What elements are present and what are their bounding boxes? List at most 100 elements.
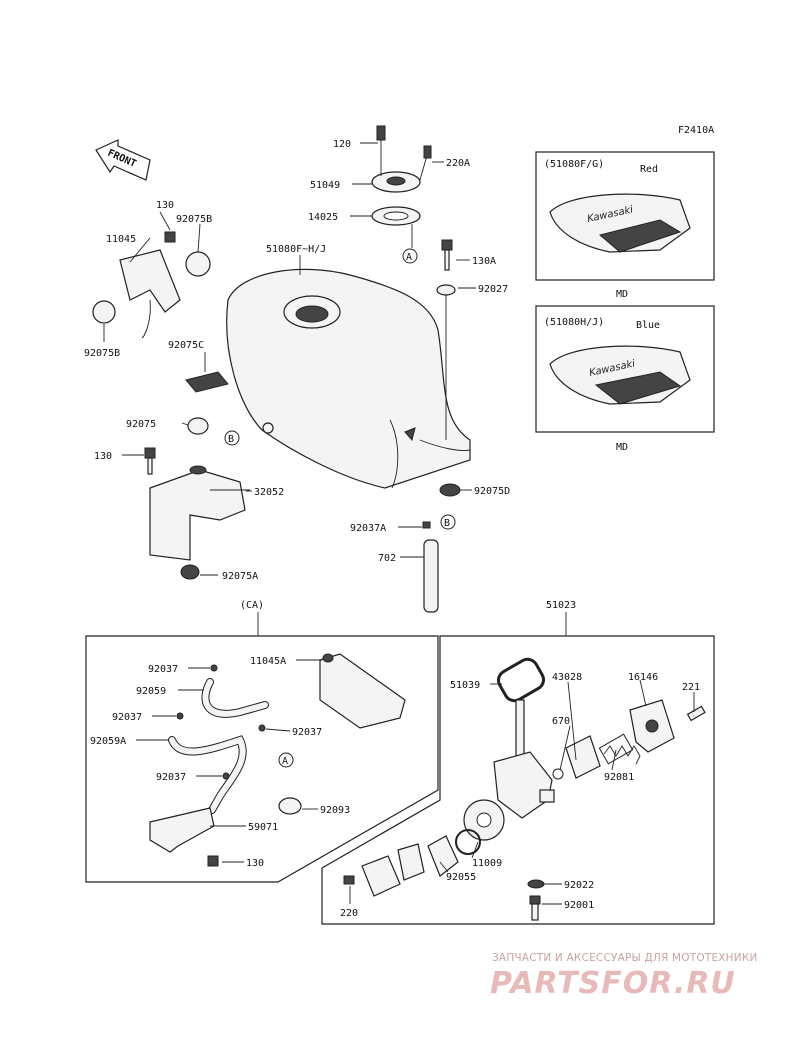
cap-gasket [371,206,421,248]
gasket-43028 [552,735,601,780]
fuel-cock-box [321,612,715,925]
label-14025: 14025 [308,212,338,223]
o-ring-51039 [496,657,546,703]
label-220: 220 [340,908,358,919]
inset-fg-color: Red [640,164,658,175]
label-92037-4: 92037 [156,772,186,783]
front-arrow-icon: FRONT [95,139,151,181]
inset-hj-note: MD [616,442,628,453]
clip-92037-1 [210,664,218,672]
damper-92075d [439,483,461,497]
washer-92027 [436,284,456,440]
inset-fg-title: (51080F/G) [544,159,604,170]
bracket-11045 [119,231,181,339]
label-92075a: 92075A [222,571,258,582]
fuel-tank [226,268,471,489]
label-670: 670 [552,716,570,727]
callout-a-1: A [402,248,418,264]
label-51039: 51039 [450,680,480,691]
label-11045: 11045 [106,234,136,245]
cover-16146 [629,699,675,753]
seal-92055 [427,835,459,877]
ca-box [85,612,439,883]
label-92081: 92081 [604,772,634,783]
fuel-cap [371,125,432,193]
label-51023: 51023 [546,600,576,611]
lever-plate-11009 [455,799,505,855]
label-92037a: 92037A [350,523,386,534]
label-92059a: 92059A [90,736,126,747]
label-11009: 11009 [472,858,502,869]
inset-51080hj: (51080H/J) Blue Kawasaki MD [535,305,715,453]
label-92075b-top: 92075B [176,214,212,225]
callout-a-2: A [278,752,294,768]
label-92059: 92059 [136,686,166,697]
label-16146: 16146 [628,672,658,683]
label-221: 221 [682,682,700,693]
damper-92075b-bottom [92,300,116,324]
label-92001: 92001 [564,900,594,911]
leader-lines [103,142,695,905]
clip-92037-3 [258,724,266,732]
pad-92075c [185,371,229,393]
label-92037-3: 92037 [292,727,322,738]
label-130-left: 130 [94,451,112,462]
bracket-32052 [149,465,250,561]
svg-text:B: B [228,434,234,445]
svg-text:B: B [444,518,450,529]
label-ca: (CA) [240,600,264,611]
svg-text:A: A [282,756,288,767]
bracket-11045a [319,653,406,729]
watermark-logo: PARTSFOR.RU [490,966,736,1001]
label-92075b-bottom: 92075B [84,348,120,359]
bolt-130-left [144,447,156,475]
label-92093: 92093 [320,805,350,816]
label-92022: 92022 [564,880,594,891]
pipe-59071 [149,807,215,853]
label-43028: 43028 [552,672,582,683]
label-92075d: 92075D [474,486,510,497]
label-220a: 220A [446,158,470,169]
callout-b-1: B [224,430,240,446]
screw-220 [343,875,355,885]
screw-221 [686,705,706,722]
inset-hj-color: Blue [636,320,660,331]
callout-b-2: B [440,514,456,530]
label-130a: 130A [472,256,496,267]
clip-92037-2 [176,712,184,720]
inset-fg-note: MD [616,289,628,300]
label-92037-2: 92037 [112,712,142,723]
hose-92059a [168,735,247,814]
label-92075: 92075 [126,419,156,430]
hose-702 [422,521,439,613]
inset-hj-title: (51080H/J) [544,317,604,328]
hose-92059 [201,678,269,718]
label-92037-1: 92037 [148,664,178,675]
bolt-130-ca [207,855,219,867]
damper-92075a [180,564,200,580]
svg-text:A: A [406,252,412,263]
bolt-92001 [529,895,541,921]
inset-51080fg: (51080F/G) Red Kawasaki MD [535,151,715,300]
figure-code: F2410A [678,125,714,136]
spring-92081 [598,733,641,765]
label-130-top: 130 [156,200,174,211]
bolt-130a [441,239,453,271]
label-92075c: 92075C [168,340,204,351]
fuel-cock-body [493,699,555,819]
damper-92075b-top [185,251,211,277]
label-120: 120 [333,139,351,150]
label-51049: 51049 [310,180,340,191]
label-11045a: 11045A [250,656,286,667]
washer-92022 [527,879,545,889]
label-51080fhj: 51080F~H/J [266,244,326,255]
label-702: 702 [378,553,396,564]
grommet-92093 [278,797,302,815]
label-130-ca: 130 [246,858,264,869]
gasket-plate [361,843,425,897]
damper-92075 [187,417,209,435]
label-92027: 92027 [478,284,508,295]
clip-92037-4 [222,772,230,780]
label-92055: 92055 [446,872,476,883]
